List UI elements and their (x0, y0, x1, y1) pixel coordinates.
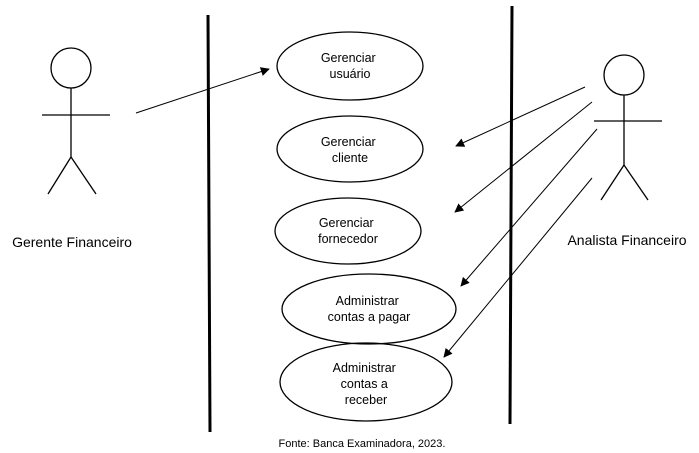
use-case-gerenciar-cliente: Gerenciar cliente (276, 115, 424, 183)
use-case-label: receber (345, 393, 387, 407)
use-case-gerenciar-usuario: Gerenciar usuário (276, 31, 424, 101)
svg-text:Gerenciar fornecedor: Gerenciar fornecedor (318, 216, 378, 246)
association-arrow (454, 101, 593, 213)
use-case-label: cliente (332, 151, 368, 165)
association-arrow (443, 177, 593, 358)
source-caption: Fonte: Banca Examinadora, 2023. (279, 438, 446, 450)
system-boundary-right (508, 5, 514, 425)
actor-label-right: Analista Financeiro (567, 232, 686, 248)
use-case-gerenciar-fornecedor: Gerenciar fornecedor (274, 197, 422, 265)
svg-text:Gerenciar usuário: Gerenciar usuário (321, 51, 379, 81)
use-case-administrar-contas-a-pagar: Administrar contas a pagar (281, 273, 457, 345)
use-case-label: Gerenciar (321, 51, 376, 65)
use-case-label: Gerenciar (321, 135, 376, 149)
use-case-label: Administrar (333, 361, 396, 375)
svg-text:Administrar contas a pag: Administrar contas a pagar (328, 294, 411, 324)
use-case-label: Gerenciar (319, 216, 374, 230)
svg-text:Administrar contas a: Administrar contas a receber (333, 361, 400, 407)
actor-gerente-financeiro: Gerente Financeiro (12, 47, 132, 250)
use-case-label: fornecedor (318, 232, 378, 246)
use-case-label: contas a pagar (328, 310, 411, 324)
system-boundary-left (206, 14, 212, 433)
association-arrow (460, 128, 598, 287)
use-case-administrar-contas-a-receber: Administrar contas a receber (279, 342, 453, 422)
use-case-label: Administrar (336, 294, 399, 308)
actor-analista-financeiro: Analista Financeiro (567, 54, 687, 248)
stick-figure-icon (594, 54, 662, 201)
actor-label-left: Gerente Financeiro (12, 234, 132, 250)
association-arrow (455, 86, 586, 147)
svg-text:Gerenciar cliente: Gerenciar cliente (321, 135, 379, 165)
association-arrow (135, 67, 270, 114)
stick-figure-icon (42, 47, 110, 195)
use-case-label: usuário (330, 67, 371, 81)
use-case-label: contas a (341, 377, 388, 391)
